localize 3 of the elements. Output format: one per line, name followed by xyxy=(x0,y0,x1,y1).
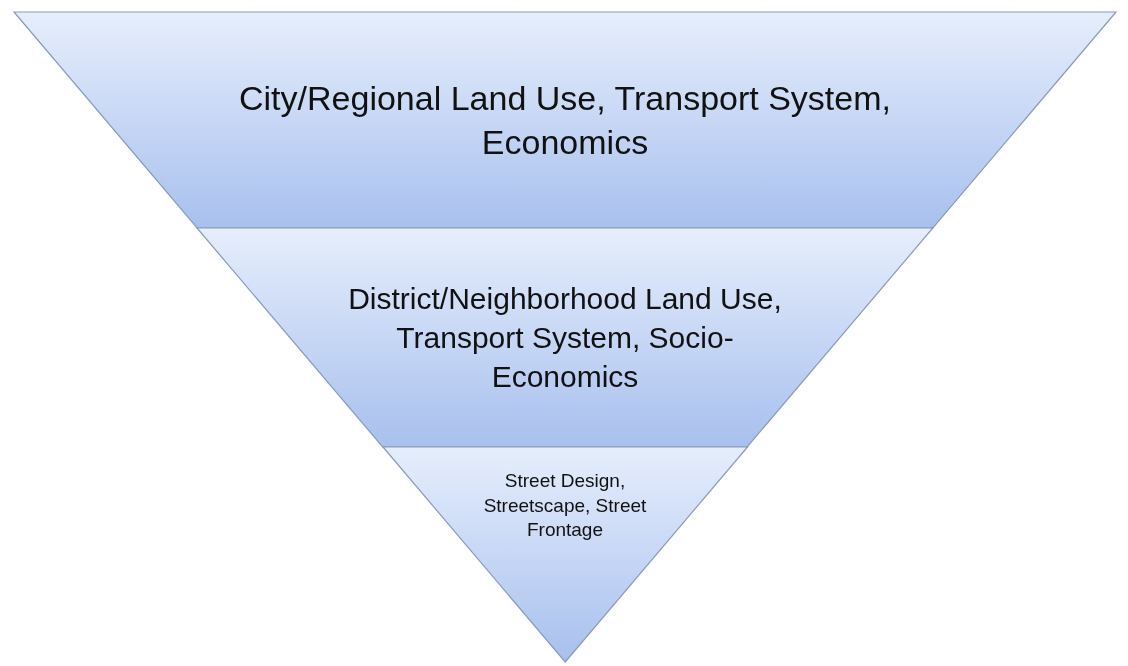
level-label: Street Design, Streetscape, Street Frontage xyxy=(482,469,648,543)
level-label: District/Neighborhood Land Use, Transport System, Socio-Economics xyxy=(347,281,783,395)
level-label: City/Regional Land Use, Transport System, Economics xyxy=(238,78,892,164)
